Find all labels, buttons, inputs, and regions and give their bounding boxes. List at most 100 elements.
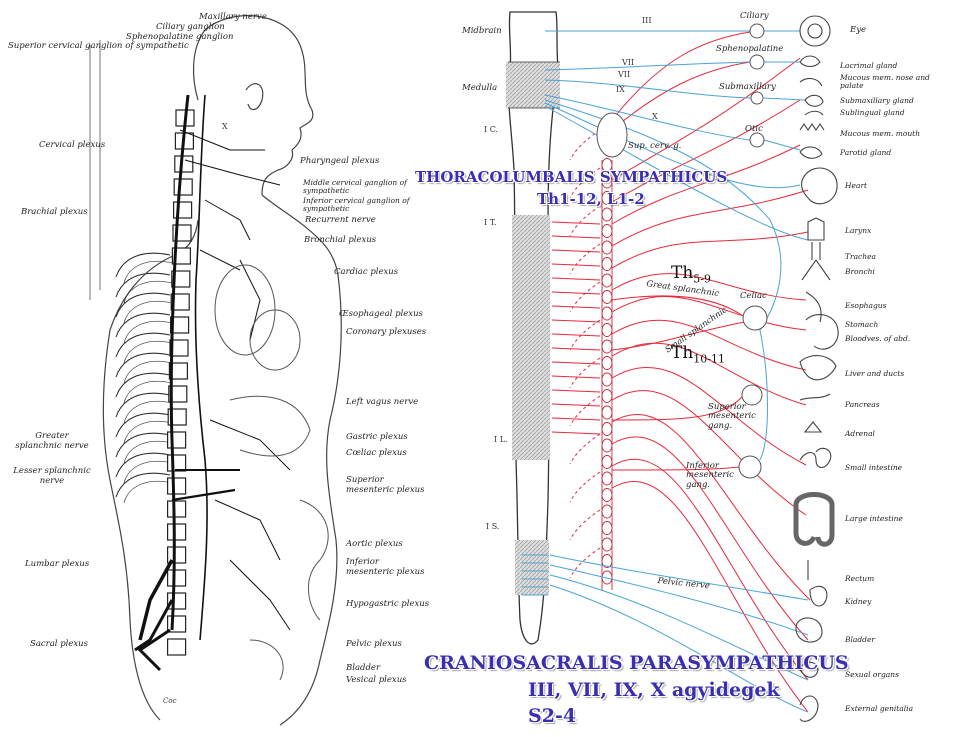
- trunk-ganglion: [601, 257, 613, 271]
- label-hypogastric-plexus: Hypogastric plexus: [346, 599, 430, 609]
- fiber: [569, 129, 601, 161]
- organ-mouth: [799, 123, 825, 131]
- ganglion-celiac: [742, 305, 768, 331]
- rib: [123, 481, 173, 504]
- organ-glyphs: [793, 15, 839, 722]
- organ-submaxillary: [804, 94, 824, 107]
- label-sexual-organs: Sexual organs: [845, 670, 899, 679]
- trunk-ganglion: [601, 504, 613, 519]
- trunk-ganglion: [601, 356, 613, 370]
- organ-lacrimal: [799, 55, 821, 68]
- label-trachea: Trachea: [845, 252, 876, 261]
- organ-larynx: [807, 217, 825, 241]
- label-submaxillary-gland: Submaxillary gland: [840, 96, 914, 105]
- fiber: [611, 466, 740, 471]
- label-adrenal: Adrenal: [845, 429, 875, 438]
- label-recurrent-nerve: Recurrent nerve: [305, 215, 376, 225]
- label-ganglion-ciliary: Ciliary: [740, 11, 769, 21]
- postganglionic-fiber: [611, 436, 809, 641]
- label-bloodvessels: Bloodves. of abd.: [845, 334, 911, 343]
- label-oesophageal-plexus: Œsophageal plexus: [339, 309, 423, 319]
- preganglionic-fiber: [551, 277, 601, 281]
- label-brachial-plexus: Brachial plexus: [21, 207, 88, 217]
- preganglionic-fiber: [551, 249, 601, 253]
- pelvic-fiber-4: [549, 584, 809, 713]
- title-sympathicus-segments: Th1-12, L1-2: [537, 190, 645, 208]
- label-parotid-gland: Parotid gland: [840, 148, 892, 157]
- label-mucous-nose: Mucous mem. nose and palate: [840, 73, 930, 90]
- postganglionic-fiber: [611, 296, 807, 331]
- trunk-ganglion: [601, 372, 613, 387]
- trunk-ganglion: [601, 323, 613, 337]
- postganglionic-fiber: [611, 342, 807, 406]
- label-aortic-plexus: Aortic plexus: [346, 539, 403, 549]
- postganglionic-fiber: [611, 99, 801, 203]
- preganglionic-fiber: [551, 291, 601, 295]
- trunk-ganglion: [601, 306, 613, 321]
- vertebra: [168, 385, 188, 403]
- organ-nose: [799, 77, 823, 87]
- vertebra: [170, 316, 190, 334]
- sympathetic-fibers: [551, 31, 811, 713]
- postganglionic-fiber: [611, 458, 809, 681]
- pelvic-fiber-3: [549, 574, 809, 681]
- vertebra: [167, 523, 187, 541]
- trunk-ganglion: [601, 389, 613, 403]
- label-ganglion-celiac: Celiac: [740, 291, 767, 301]
- postganglionic-fiber: [611, 414, 811, 601]
- vertebral-column: [167, 109, 195, 656]
- organ-bronchi: [801, 259, 831, 281]
- label-ganglion-inferior-mesenteric: Inferior mesenteric gang.: [686, 461, 734, 490]
- label-bronchial-plexus: Bronchial plexus: [304, 235, 377, 245]
- organ-stomach: [805, 314, 839, 350]
- preganglionic-fiber: [551, 375, 601, 379]
- vagus-larynx: [544, 105, 809, 241]
- peripheral-ganglia: [596, 23, 768, 479]
- rib: [115, 312, 171, 338]
- vertebra: [170, 293, 190, 311]
- label-ganglion-sup-cerv: Sup. cerv. g.: [628, 141, 682, 151]
- title-cranial-nerves: III, VII, IX, X agyidegek: [528, 679, 780, 701]
- organ-sublingual: [804, 110, 824, 116]
- trunk-ganglion: [601, 405, 613, 420]
- organ-bladder: [795, 617, 823, 643]
- fiber: [569, 547, 601, 579]
- label-bladder-left: Bladder: [346, 663, 381, 673]
- rib: [115, 372, 171, 398]
- facial-fiber: [544, 61, 751, 71]
- trunk-ganglion: [601, 224, 613, 238]
- label-th-5-9: Th5-9: [671, 263, 712, 286]
- fiber: [569, 167, 601, 199]
- trunk-ganglion: [601, 207, 613, 222]
- label-cardiac-plexus: Cardiac plexus: [334, 267, 399, 277]
- vagus-heart: [544, 102, 801, 189]
- rib: [123, 421, 173, 444]
- preganglionic-fiber: [551, 361, 601, 365]
- rib: [123, 441, 173, 464]
- vertebra: [167, 638, 187, 656]
- trunk-ganglion: [601, 290, 613, 304]
- label-lumbar-1: I L.: [494, 435, 508, 444]
- label-heart: Heart: [845, 181, 868, 190]
- rib: [123, 401, 173, 424]
- nerve-network: [134, 94, 291, 672]
- vertebra: [171, 270, 191, 288]
- label-stomach: Stomach: [845, 320, 879, 329]
- spinal-cord: [506, 11, 560, 645]
- postganglionic-fiber: [611, 319, 807, 371]
- label-esophagus: Esophagus: [845, 301, 887, 310]
- label-nerve-ix: IX: [616, 85, 625, 94]
- postganglionic-fiber: [611, 144, 801, 225]
- rib: [123, 321, 173, 344]
- label-ciliary-ganglion: Ciliary ganglion: [156, 22, 225, 32]
- ganglion-otic: [749, 132, 765, 148]
- organ-liver: [799, 355, 837, 381]
- rib: [115, 352, 171, 378]
- rib: [123, 341, 173, 364]
- rib: [123, 461, 173, 484]
- postganglionic-fiber: [611, 481, 809, 713]
- label-lacrimal-gland: Lacrimal gland: [840, 61, 898, 70]
- label-nerve-iii: III: [642, 16, 652, 25]
- rib: [123, 361, 173, 384]
